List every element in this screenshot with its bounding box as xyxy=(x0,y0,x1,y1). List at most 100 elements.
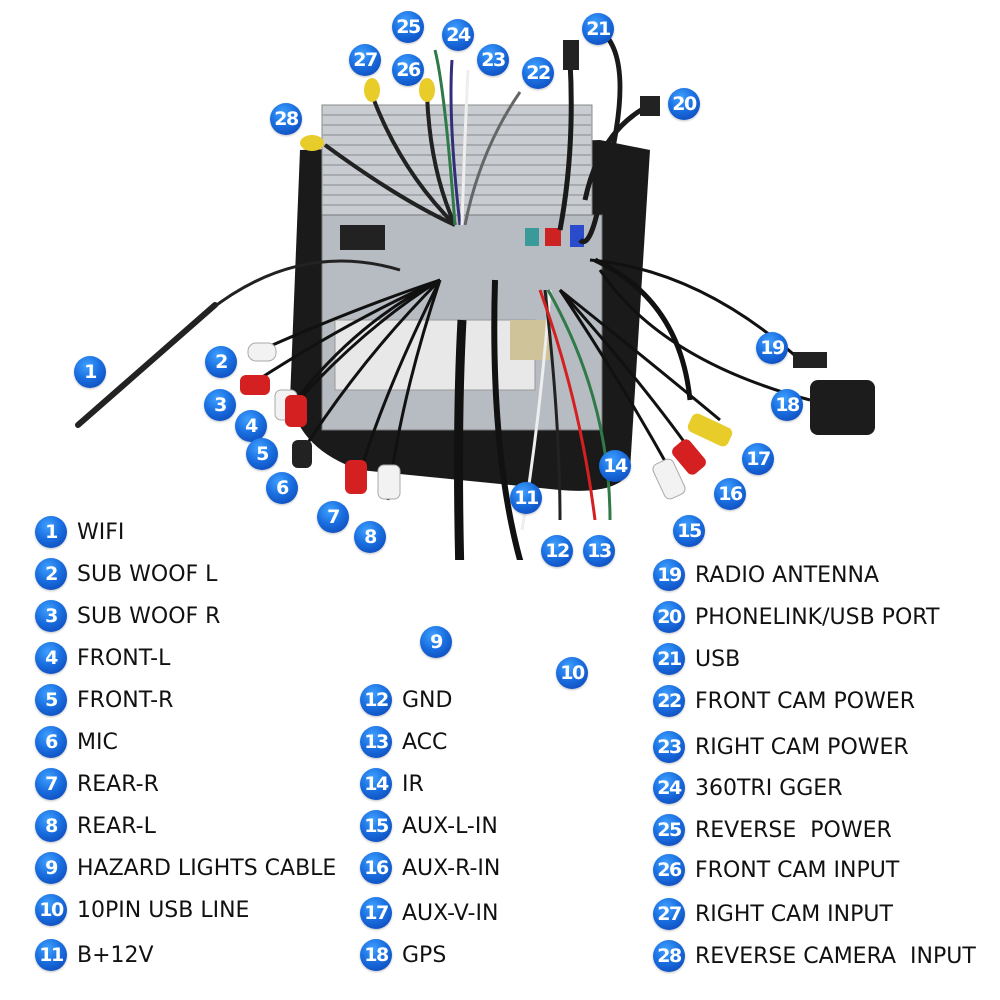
legend-badge: 1 xyxy=(35,516,67,548)
legend-badge: 27 xyxy=(653,898,685,930)
legend-badge: 24 xyxy=(653,772,685,804)
fakra-teal xyxy=(525,228,539,246)
callout-8: 8 xyxy=(354,521,386,553)
legend-label: RIGHT CAM POWER xyxy=(695,734,909,760)
wifi-cable xyxy=(209,259,401,312)
legend-badge: 26 xyxy=(653,854,685,886)
rca-white-8 xyxy=(377,464,401,500)
wire-black-12 xyxy=(543,289,562,521)
callout-4: 4 xyxy=(235,410,267,442)
legend-badge: 25 xyxy=(653,814,685,846)
legend-label: GND xyxy=(402,687,453,713)
callout-14: 14 xyxy=(599,450,631,482)
wire-green xyxy=(433,49,457,226)
legend-label: GPS xyxy=(402,942,447,968)
legend-label: PHONELINK/USB PORT xyxy=(695,604,940,630)
legend-item: 5 FRONT-R xyxy=(35,683,173,717)
fakra-red xyxy=(545,228,561,246)
rca-white-2 xyxy=(247,342,277,362)
callout-28: 28 xyxy=(270,103,302,135)
hazard-cable xyxy=(454,319,467,560)
callout-13: 13 xyxy=(583,535,615,567)
wire-white xyxy=(460,69,470,226)
radio-antenna-plug xyxy=(793,352,827,368)
wire-red-13 xyxy=(538,289,597,521)
legend-label: IR xyxy=(402,771,424,797)
usb-10pin-cable xyxy=(491,279,524,560)
legend-badge: 20 xyxy=(653,601,685,633)
head-unit-photo xyxy=(75,28,875,560)
callout-18: 18 xyxy=(771,389,803,421)
gps-cable xyxy=(598,269,811,402)
legend-item: 13 ACC xyxy=(360,725,447,759)
callout-22: 22 xyxy=(522,57,554,89)
legend-item: 26 FRONT CAM INPUT xyxy=(653,853,899,887)
legend-badge: 15 xyxy=(360,810,392,842)
mic-jack-6 xyxy=(292,440,312,468)
gps-module xyxy=(810,380,875,435)
legend-badge: 17 xyxy=(360,897,392,929)
legend-label: FRONT-R xyxy=(77,687,174,713)
rca-yellow-27 xyxy=(364,78,380,102)
usb-cables xyxy=(557,28,652,245)
callout-21: 21 xyxy=(582,13,614,45)
callout-11: 11 xyxy=(510,482,542,514)
legend-label: FRONT CAM INPUT xyxy=(695,857,900,883)
wire-green-14 xyxy=(546,289,612,521)
camera-cables xyxy=(323,94,457,227)
legend-badge: 19 xyxy=(653,559,685,591)
legend-badge: 13 xyxy=(360,726,392,758)
legend-badge: 10 xyxy=(35,894,67,926)
callout-15: 15 xyxy=(673,515,705,547)
rca-yellow-28 xyxy=(300,135,324,151)
callout-10: 10 xyxy=(556,657,588,689)
callout-6: 6 xyxy=(266,472,298,504)
callout-16: 16 xyxy=(714,478,746,510)
rca-red-5 xyxy=(285,395,307,427)
legend-badge: 5 xyxy=(35,684,67,716)
legend-label: MIC xyxy=(77,729,118,755)
wifi-antenna xyxy=(75,302,218,428)
legend-label: 10PIN USB LINE xyxy=(77,897,250,923)
callout-19: 19 xyxy=(756,332,788,364)
rca-red-7 xyxy=(345,460,367,494)
legend-label: AUX-R-IN xyxy=(402,855,501,881)
legend-label: REAR-L xyxy=(77,813,156,839)
legend-label: SUB WOOF R xyxy=(77,603,221,629)
callout-17: 17 xyxy=(742,443,774,475)
coiled-cable xyxy=(593,257,693,401)
callout-2: 2 xyxy=(205,346,237,378)
callout-12: 12 xyxy=(541,535,573,567)
wire-grey xyxy=(463,91,522,226)
legend-label: ACC xyxy=(402,729,448,755)
rca-red-3 xyxy=(240,375,270,395)
callout-1: 1 xyxy=(74,356,106,388)
rca-yellow-26 xyxy=(419,78,435,102)
legend-badge: 22 xyxy=(653,685,685,717)
legend-item: 8 REAR-L xyxy=(35,809,156,843)
wire-purple xyxy=(449,59,462,226)
legend-badge: 8 xyxy=(35,810,67,842)
legend-badge: 12 xyxy=(360,684,392,716)
legend-badge: 21 xyxy=(653,643,685,675)
callout-3: 3 xyxy=(204,389,236,421)
